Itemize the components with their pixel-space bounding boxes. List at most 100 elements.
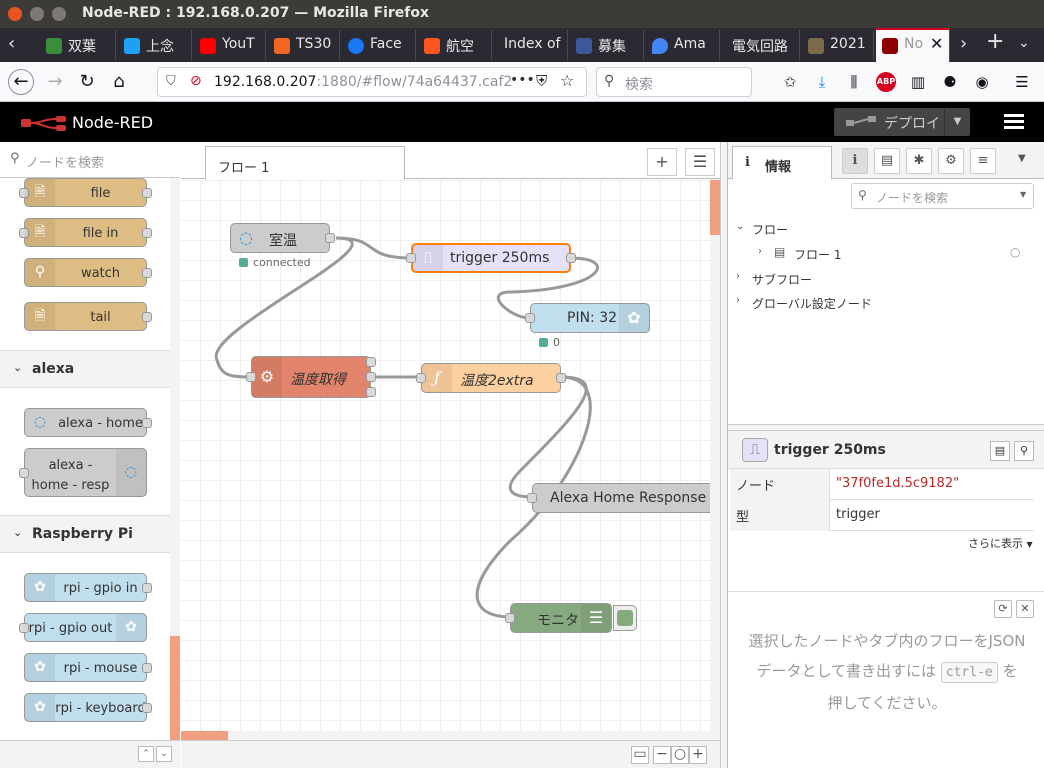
tree-item-flow-1[interactable]: › ▤ フロー 1 ○ xyxy=(758,245,1021,262)
refresh-tip-icon[interactable]: ⟳ xyxy=(994,600,1012,618)
scrollbar-thumb[interactable] xyxy=(181,731,228,740)
node-alexa-home-response[interactable]: Alexa Home Response xyxy=(527,483,722,513)
palette-node-alexa-home-resp[interactable]: alexa - home - resp ◌ xyxy=(19,448,147,497)
tab-info[interactable]: i 情報 xyxy=(732,146,832,180)
browser-tab[interactable]: Face xyxy=(342,30,416,60)
palette-node-alexa-home[interactable]: ◌ alexa - home xyxy=(24,408,152,437)
maximize-window-button[interactable] xyxy=(52,7,66,21)
deploy-options-icon[interactable]: ▼ xyxy=(944,108,970,136)
extension-icon[interactable]: ⚈ xyxy=(943,73,957,91)
node-trigger[interactable]: ⎍ trigger 250ms xyxy=(406,243,576,273)
chevron-down-icon[interactable]: ▼ xyxy=(1020,190,1027,199)
new-tab-icon[interactable]: + xyxy=(986,29,1005,54)
scrollbar-thumb[interactable] xyxy=(170,636,180,740)
url-bar[interactable]: ⛉ ⊘ 192.168.0.207:1880/#flow/74a64437.ca… xyxy=(157,67,587,97)
home-button[interactable]: ⌂ xyxy=(113,71,125,92)
palette-node-rpi-keyboard[interactable]: ✿ rpi - keyboard xyxy=(24,693,152,722)
output-port[interactable] xyxy=(566,253,576,263)
debug-bug-icon[interactable]: ✱ xyxy=(906,148,932,174)
reload-button[interactable]: ↻ xyxy=(79,71,95,92)
node-room-temperature[interactable]: ◌ 室温 xyxy=(230,223,335,253)
sidebar-search-input[interactable]: ⚲ ノードを検索 ▼ xyxy=(851,183,1034,209)
palette-node-tail[interactable]: 🗎 tail xyxy=(24,302,152,331)
scrollbar-thumb[interactable] xyxy=(710,180,720,235)
bookmark-star-icon[interactable]: ☆ xyxy=(560,71,575,90)
output-port[interactable] xyxy=(556,373,566,383)
browser-tab[interactable]: 双葉 xyxy=(40,30,116,60)
zoom-reset-button[interactable]: ○ xyxy=(671,746,689,764)
star-bookmarks-icon[interactable]: ✩ xyxy=(783,73,797,91)
main-menu-icon[interactable] xyxy=(1004,114,1024,130)
close-tab-icon[interactable]: ✕ xyxy=(930,34,944,53)
debug-toggle-button[interactable] xyxy=(613,605,637,631)
input-port[interactable] xyxy=(527,493,537,503)
back-button[interactable]: ← xyxy=(8,69,34,95)
show-help-book-icon[interactable]: ▤ xyxy=(990,441,1010,461)
browser-tab[interactable]: 募集 xyxy=(570,30,644,60)
tabs-scroll-left-icon[interactable]: ‹ xyxy=(8,33,16,54)
browser-tab[interactable]: Index of xyxy=(494,30,568,60)
input-port[interactable] xyxy=(416,373,426,383)
show-more-link[interactable]: さらに表示 ▼ xyxy=(968,537,1033,550)
zoom-in-button[interactable]: + xyxy=(689,746,707,764)
node-get-temperature[interactable]: ⚙ 温度取得 xyxy=(246,356,376,398)
close-window-button[interactable] xyxy=(8,7,22,21)
input-port[interactable] xyxy=(505,613,515,623)
zoom-out-button[interactable]: − xyxy=(653,746,671,764)
palette-node-rpi-gpio-in[interactable]: ✿ rpi - gpio in xyxy=(24,573,152,602)
palette-node-watch[interactable]: ⚲ watch xyxy=(24,258,152,287)
workspace-canvas[interactable]: ◌ 室温 connected ⎍ trigger 250ms PIN: 32 ✿… xyxy=(181,180,722,740)
output-port[interactable] xyxy=(366,372,376,382)
palette-node-rpi-mouse[interactable]: ✿ rpi - mouse xyxy=(24,653,152,682)
search-node-icon[interactable]: ⚲ xyxy=(1014,441,1034,461)
workspace-horizontal-scrollbar[interactable] xyxy=(181,731,710,740)
list-flows-button[interactable]: ☰ xyxy=(685,148,715,176)
browser-tab[interactable]: 2021 xyxy=(802,30,874,60)
browser-tab[interactable]: YouT xyxy=(194,30,266,60)
palette-node-file[interactable]: 🗎 file xyxy=(19,178,152,207)
node-gpio-pin[interactable]: PIN: 32 ✿ xyxy=(525,303,650,333)
search-bar[interactable]: ⚲ 検索 xyxy=(596,67,752,97)
palette-node-file-in[interactable]: 🗎 file in xyxy=(19,218,152,247)
adblock-icon[interactable]: ABP xyxy=(876,72,896,92)
browser-tab-active[interactable]: No ✕ xyxy=(876,28,950,62)
more-actions-icon[interactable]: ••• xyxy=(510,72,535,88)
output-port[interactable] xyxy=(366,357,376,367)
help-book-icon[interactable]: ▤ xyxy=(874,148,900,174)
list-tabs-icon[interactable]: ⌄ xyxy=(1018,35,1030,51)
sidebar-icon[interactable]: ▥ xyxy=(910,73,926,91)
menu-icon[interactable]: ☰ xyxy=(1015,73,1029,91)
palette-search-input[interactable]: ⚲ ノードを検索 xyxy=(0,142,180,178)
input-port[interactable] xyxy=(406,253,416,263)
output-port[interactable] xyxy=(366,387,376,397)
tab-flow-1[interactable]: フロー 1 xyxy=(205,146,405,180)
palette-node-rpi-gpio-out[interactable]: rpi - gpio out ✿ xyxy=(19,613,147,642)
collapse-all-icon[interactable]: ⌃ xyxy=(138,746,154,762)
minimize-window-button[interactable] xyxy=(30,7,44,21)
browser-tab[interactable]: TS30 xyxy=(268,30,340,60)
node-monitor-debug[interactable]: モニタ ☰ xyxy=(505,603,612,633)
expand-all-icon[interactable]: ⌄ xyxy=(156,746,172,762)
forward-button[interactable]: → xyxy=(47,71,63,92)
input-port[interactable] xyxy=(246,372,256,382)
browser-tab[interactable]: 上念 xyxy=(118,30,192,60)
deploy-button[interactable]: デプロイ ▼ xyxy=(834,108,970,136)
node-temp-2-extra[interactable]: ƒ 温度2extra xyxy=(416,363,566,393)
shield-icon[interactable]: ⛉ xyxy=(166,74,176,89)
tree-item-global-config[interactable]: › グローバル設定ノード xyxy=(736,295,872,311)
browser-tab[interactable]: 航空 xyxy=(418,30,492,60)
input-port[interactable] xyxy=(525,313,535,323)
account-icon[interactable]: ◉ xyxy=(975,73,989,91)
tabs-scroll-right-icon[interactable]: › xyxy=(960,33,968,54)
palette-category-alexa[interactable]: ⌄ alexa xyxy=(0,350,170,388)
pocket-icon[interactable]: ⛨ xyxy=(536,72,548,90)
info-tab-button[interactable]: i xyxy=(842,148,868,174)
sidebar-splitter[interactable] xyxy=(720,142,727,768)
workspace-vertical-scrollbar[interactable] xyxy=(710,180,720,740)
browser-tab[interactable]: 電気回路 xyxy=(722,30,800,60)
close-tip-icon[interactable]: ✕ xyxy=(1016,600,1034,618)
palette-scrollbar[interactable] xyxy=(170,178,180,740)
sidebar-menu-chevron-icon[interactable]: ▼ xyxy=(1018,153,1026,164)
context-database-icon[interactable]: ≡ xyxy=(970,148,996,174)
config-gear-icon[interactable]: ⚙ xyxy=(938,148,964,174)
